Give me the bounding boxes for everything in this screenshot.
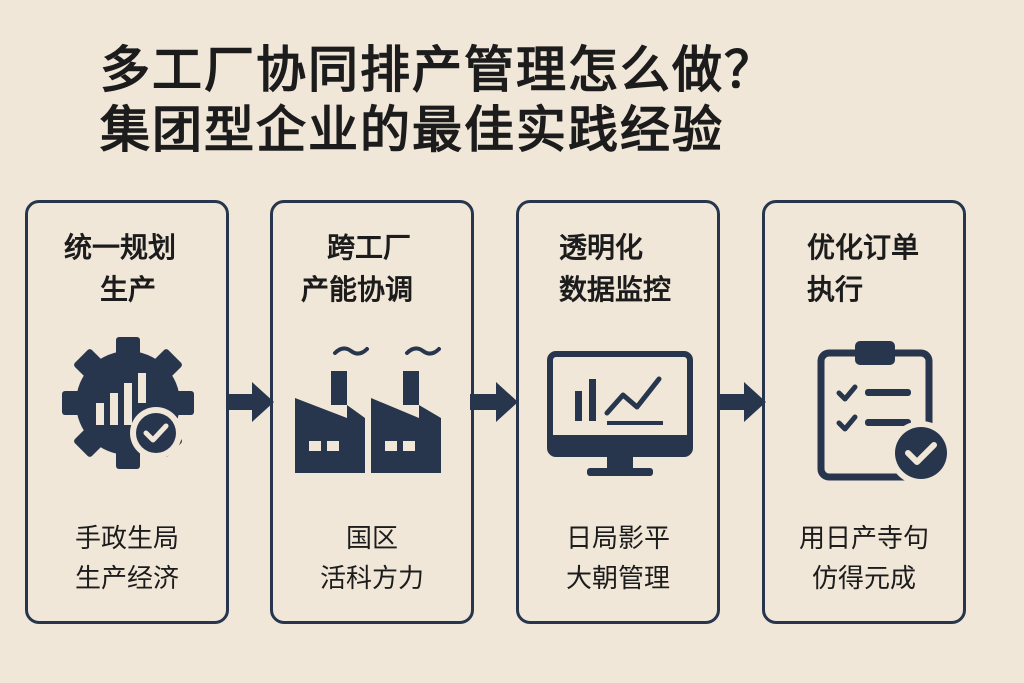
step-3-description: 日局影平 大朝管理 (565, 524, 670, 594)
step-2-heading: 跨工厂 产能协调 (301, 231, 414, 306)
step-1-heading: 统一规划 生产 (64, 231, 177, 306)
arrow-right-icon (470, 382, 518, 422)
title-line-1: 多工厂协同排产管理怎么做？ (100, 41, 776, 99)
factory-icon (295, 346, 441, 473)
step-card-4: 优化订单 执行 用日产寺句 仿得元成 (762, 200, 966, 624)
gear-chart-check-icon (62, 337, 194, 469)
page-title: 多工厂协同排产管理怎么做？ 集团型企业的最佳实践经验 (100, 40, 776, 160)
step-4-description: 用日产寺句 仿得元成 (798, 524, 929, 594)
step-4-heading: 优化订单 执行 (807, 231, 920, 306)
monitor-chart-icon (547, 351, 693, 476)
step-2-description: 国区 活科方力 (319, 524, 424, 594)
arrow-right-icon (226, 382, 274, 422)
step-3-heading: 透明化 数据监控 (559, 231, 672, 306)
clipboard-check-icon (817, 341, 953, 485)
step-card-2: 跨工厂 产能协调 国区 活科方力 (270, 200, 474, 624)
step-card-3: 透明化 数据监控 日局影平 大朝管理 (516, 200, 720, 624)
title-line-2: 集团型企业的最佳实践经验 (100, 101, 724, 159)
step-1-description: 手政生局 生产经济 (74, 524, 179, 594)
step-card-1: 统一规划 生产 (25, 200, 229, 624)
arrow-right-icon (718, 382, 766, 422)
